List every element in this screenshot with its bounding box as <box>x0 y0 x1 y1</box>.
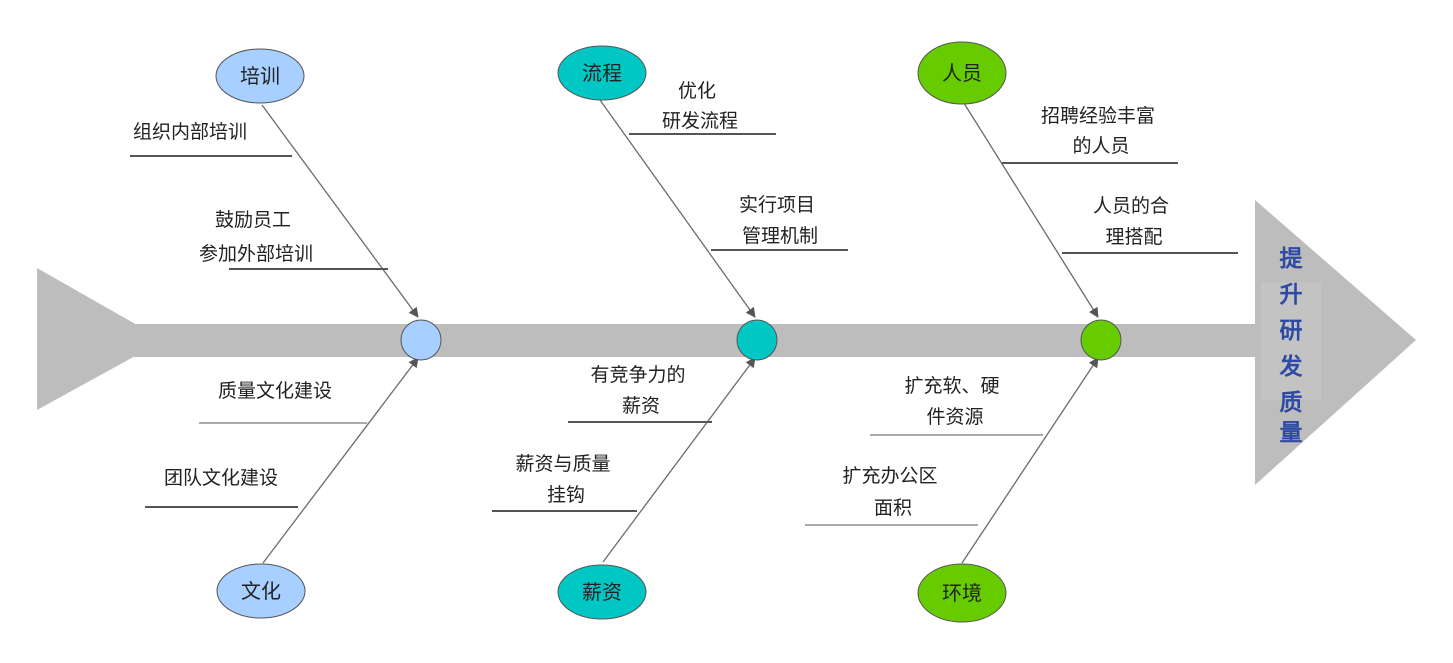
head-char-3: 研 <box>1280 318 1303 344</box>
cause-process-management: 实行项目 管理机制 <box>739 194 821 247</box>
head-char-1: 提 <box>1280 245 1304 272</box>
spine-bar <box>120 324 1265 357</box>
category-salary-node <box>557 564 647 620</box>
category-process-label: 流程 <box>582 61 622 85</box>
junction-personnel-environment <box>1080 319 1122 361</box>
cause-training-external: 鼓励员工 参加外部培训 <box>199 209 313 265</box>
cause-salary-linked: 薪资与质量 挂钩 <box>515 453 616 506</box>
cause-personnel-allocation: 人员的合 理搭配 <box>1093 195 1175 248</box>
tail-triangle <box>37 268 137 410</box>
cause-environment-resources: 扩充软、硬 件资源 <box>904 375 1005 428</box>
cause-process-optimize: 优化 研发流程 <box>662 80 738 132</box>
bone-process <box>599 99 756 318</box>
cause-salary-competitive: 有竞争力的 薪资 <box>590 364 691 417</box>
head-char-5: 质 <box>1280 390 1303 416</box>
category-environment-label: 环境 <box>942 581 982 605</box>
head-label-box <box>1261 282 1321 400</box>
head-char-4: 发 <box>1279 353 1303 380</box>
bone-training <box>261 104 419 318</box>
category-salary-label: 薪资 <box>582 580 622 604</box>
category-training-node <box>215 48 305 104</box>
category-culture-node <box>216 563 306 619</box>
cause-personnel-hiring: 招聘经验丰富 的人员 <box>1041 105 1161 157</box>
bone-environment <box>961 357 1099 564</box>
junction-training-culture <box>400 319 442 361</box>
head-char-2: 升 <box>1280 282 1303 308</box>
category-training-label: 培训 <box>240 64 280 88</box>
bone-personnel <box>961 99 1099 318</box>
cause-culture-quality: 质量文化建设 <box>218 380 332 402</box>
category-personnel-label: 人员 <box>942 61 982 85</box>
category-environment-node <box>917 563 1007 623</box>
cause-environment-office: 扩充办公区 面积 <box>842 465 943 519</box>
cause-training-internal: 组织内部培训 <box>133 121 247 143</box>
head-char-6: 量 <box>1280 420 1303 446</box>
junction-process-salary <box>736 319 778 361</box>
category-personnel-node <box>917 41 1007 105</box>
bone-culture <box>262 357 419 564</box>
bone-salary <box>602 357 756 563</box>
head-arrow <box>1255 200 1416 485</box>
category-process-node <box>557 45 647 101</box>
category-culture-label: 文化 <box>241 579 281 603</box>
cause-culture-team: 团队文化建设 <box>164 467 278 489</box>
